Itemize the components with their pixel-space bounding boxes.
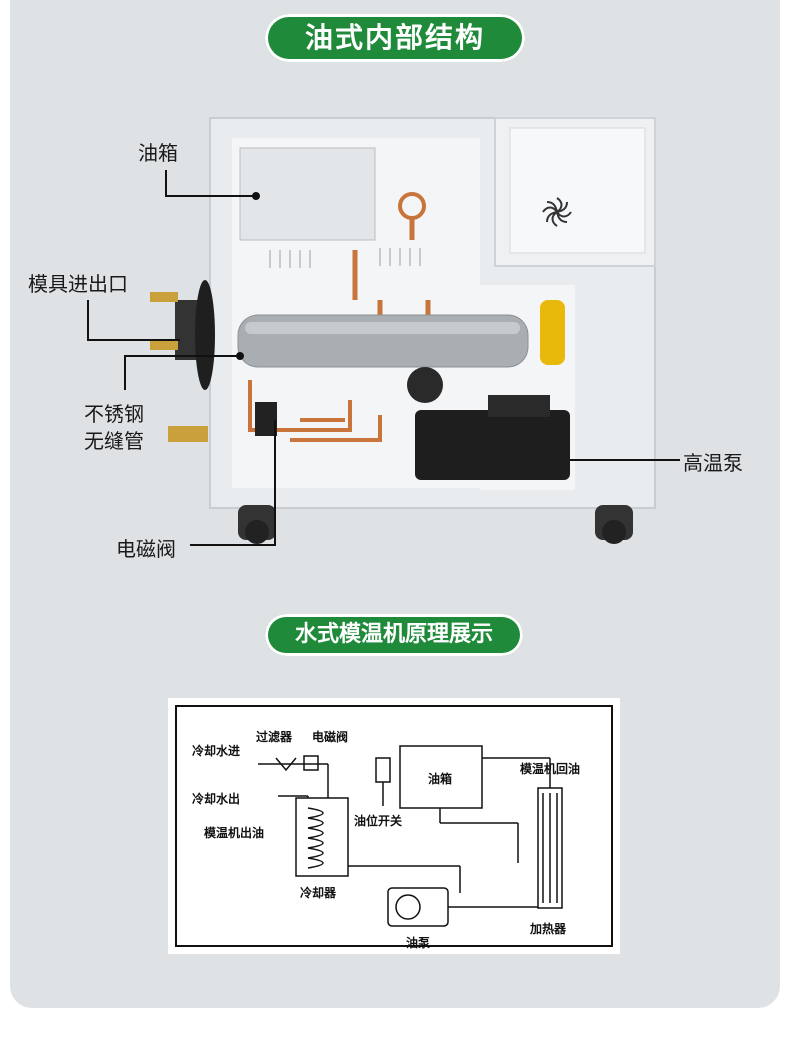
label-steel-pipe-2: 无缝管	[84, 429, 144, 453]
diagram-label-cooling-in: 冷却水进	[192, 744, 241, 758]
solenoid-valve-part	[255, 402, 277, 436]
wiring	[540, 300, 565, 365]
diagram-pump	[387, 887, 449, 927]
oil-tank	[239, 147, 376, 241]
steel-pipe-fitting	[168, 426, 208, 442]
diagram-label-oil-return: 模温机回油	[520, 762, 581, 776]
diagram-solenoid	[303, 755, 319, 771]
diagram-border	[175, 705, 613, 947]
principle-diagram: 冷却水进 过滤器 电磁阀 冷却水出 模温机出油 油位开关 油箱 模温机回油 冷却…	[168, 698, 620, 954]
callout-lines	[87, 170, 680, 546]
control-panel-face	[509, 127, 646, 254]
diagram-label-filter: 过滤器	[256, 730, 293, 744]
diagram-label-cooling-out: 冷却水出	[192, 792, 241, 806]
machine-illustration	[87, 117, 680, 546]
diagram-lines	[175, 705, 613, 947]
diagram-label-level-switch: 油位开关	[354, 814, 403, 828]
diagram-label-tank: 油箱	[428, 772, 453, 786]
label-mold-port: 模具进出口	[28, 272, 128, 296]
section-title-oil-structure: 油式内部结构	[265, 14, 525, 62]
diagram-label-oil-out: 模温机出油	[204, 826, 265, 840]
label-high-temp-pump: 高温泵	[683, 451, 743, 475]
diagram-tank	[399, 745, 483, 809]
diagram-coil	[307, 807, 324, 869]
pump-head	[407, 367, 443, 403]
diagram-label-heater: 加热器	[530, 922, 567, 936]
pump-motor	[415, 410, 570, 480]
label-oil-tank: 油箱	[138, 141, 178, 165]
label-steel-pipe-1: 不锈钢	[84, 402, 144, 426]
diagram-label-solenoid: 电磁阀	[312, 730, 349, 744]
diagram-level-switch	[375, 757, 391, 783]
diagram-label-cooler: 冷却器	[300, 886, 337, 900]
diagram-cooler	[295, 797, 349, 877]
casters	[238, 505, 633, 544]
diagram-filter	[275, 757, 297, 772]
label-solenoid-valve: 电磁阀	[116, 537, 176, 561]
fan-icon	[542, 197, 572, 227]
diagram-heater	[537, 787, 563, 909]
section-title-water-principle: 水式模温机原理展示	[265, 614, 523, 656]
diagram-label-pump: 油泵	[406, 936, 431, 950]
